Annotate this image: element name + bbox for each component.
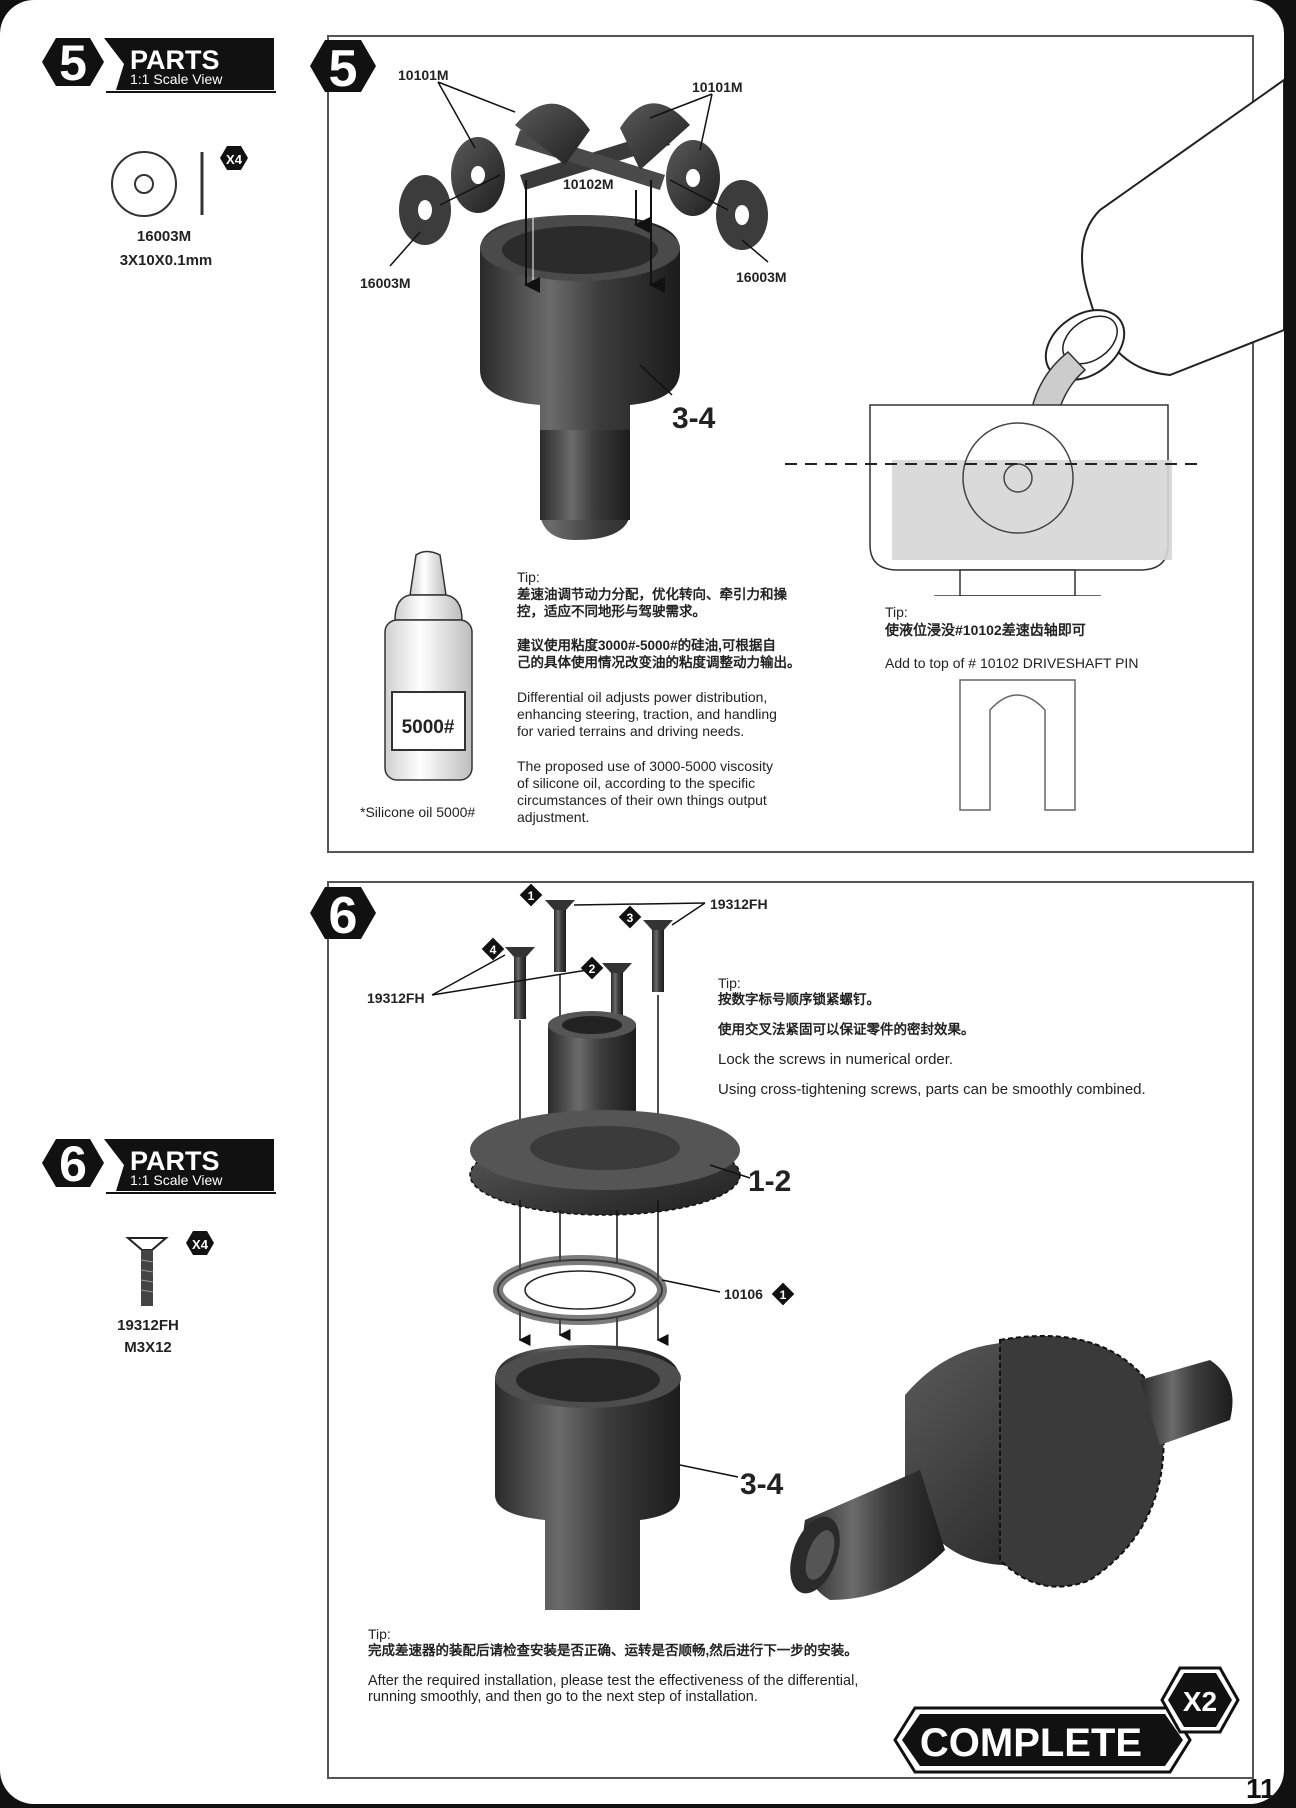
tip-en-line: Differential oil adjusts power distribut… [517, 689, 767, 705]
step5-number: 5 [329, 40, 358, 98]
tip-en-line: enhancing steering, traction, and handli… [517, 706, 777, 722]
final-tip-en: After the required installation, please … [368, 1673, 858, 1689]
final-tip-cn: 完成差速器的装配后请检查安装是否正确、运转是否顺畅,然后进行下一步的安装。 [368, 1642, 858, 1658]
step6-parts-badge: 6 PARTS 1:1 Scale View [42, 1136, 276, 1194]
qty-hexagon-icon [186, 1231, 214, 1255]
complete-qty: X2 [1183, 1686, 1217, 1717]
step6-badge: 6 [310, 887, 376, 945]
tip-cn-line: 使用交叉法紧固可以保证零件的密封效果。 [717, 1021, 975, 1037]
complete-label: COMPLETE [920, 1721, 1142, 1765]
callout-housing-5: 3-4 [672, 402, 716, 435]
step6-parts-title: PARTS [130, 1146, 220, 1176]
part-code: 19312FH [117, 1317, 179, 1334]
tip-en-line: of silicone oil, according to the specif… [517, 775, 755, 791]
part-spec: 3X10X0.1mm [120, 252, 213, 269]
step6-tip-block: Tip: 按数字标号顺序锁紧螺钉。 使用交叉法紧固可以保证零件的密封效果。 Lo… [717, 975, 1146, 1098]
callout-washer-left: 16003M [360, 275, 411, 291]
callout-washer-right: 16003M [736, 269, 787, 285]
oil-fill-illustration [785, 78, 1284, 811]
qty-hexagon-icon [220, 146, 248, 170]
tip-en-line: for varied terrains and driving needs. [517, 723, 744, 739]
step5-badge: 5 [310, 40, 376, 98]
screw-order-4: 4 [490, 943, 497, 957]
step6-number: 6 [329, 887, 358, 945]
screw-order-3: 3 [627, 911, 634, 925]
callout-gear: 1-2 [748, 1165, 791, 1198]
step6-parts-number: 6 [59, 1136, 87, 1192]
step5-parts-subtitle: 1:1 Scale View [130, 71, 223, 87]
level-tip-cn: 使液位浸没#10102差速齿轴即可 [884, 622, 1086, 638]
tip-cn-line: 建议使用粘度3000#-5000#的硅油,可根据自 [516, 637, 776, 653]
step6-exploded-diagram [469, 1011, 751, 1610]
final-tip-block: Tip: 完成差速器的装配后请检查安装是否正确、运转是否顺畅,然后进行下一步的安… [368, 1626, 858, 1705]
part-16003M: X4 16003M 3X10X0.1mm [111, 146, 248, 269]
step5-parts-number: 5 [59, 35, 87, 91]
screw-order-1: 1 [528, 889, 535, 903]
tip-en-line: Using cross-tightening screws, parts can… [718, 1081, 1146, 1098]
callout-screw-left: 19312FH [367, 990, 425, 1006]
part-19312FH: X4 19312FH M3X12 [117, 1231, 214, 1356]
tip-cn-line: 按数字标号顺序锁紧螺钉。 [718, 991, 880, 1007]
step5-parts-title: PARTS [130, 45, 220, 75]
step5-tip-label: Tip: [517, 569, 540, 585]
part-qty: X4 [226, 152, 243, 167]
tip-en-line: The proposed use of 3000-5000 viscosity [517, 758, 773, 774]
level-tip-en: Add to top of # 10102 DRIVESHAFT PIN [885, 655, 1138, 671]
tip-en-line: circumstances of their own things output [517, 792, 767, 808]
gasket-marker: 1 [771, 1282, 795, 1306]
step6-hexagon-icon-2 [310, 887, 376, 939]
oil-bottle-label: 5000# [402, 717, 455, 738]
final-tip-label: Tip: [368, 1626, 391, 1642]
step5-tip-block: Tip: 差速油调节动力分配，优化转向、牵引力和操 控，适应不同地形与驾驶需求。… [516, 569, 801, 825]
tip-cn-line: 差速油调节动力分配，优化转向、牵引力和操 [517, 586, 787, 602]
gasket-number: 1 [780, 1288, 787, 1302]
screw-order-2: 2 [589, 962, 596, 976]
step6-frame [327, 881, 1254, 1779]
part-qty: X4 [192, 1237, 209, 1252]
step6-tip-label: Tip: [718, 975, 741, 991]
callout-gasket: 10106 [724, 1286, 763, 1302]
tip-cn-line: 控，适应不同地形与驾驶需求。 [517, 603, 706, 619]
tip-en-line: adjustment. [517, 809, 589, 825]
oil-caption: *Silicone oil 5000# [360, 804, 475, 820]
oil-bottle-illustration: 5000# [384, 550, 473, 781]
screw-icon [125, 1237, 169, 1251]
assembled-differential-illustration [790, 1335, 1233, 1600]
step5-exploded-diagram [389, 81, 769, 540]
callout-gear-left: 10101M [398, 67, 449, 83]
step5-hexagon-icon [42, 38, 104, 86]
step6-parts-subtitle: 1:1 Scale View [130, 1172, 223, 1188]
step6-hexagon-icon [42, 1139, 104, 1187]
callout-gear-right: 10101M [692, 79, 743, 95]
page-number: 11 [1246, 1773, 1276, 1804]
part-spec: M3X12 [124, 1339, 172, 1356]
callout-housing-6: 3-4 [740, 1468, 784, 1501]
part-code: 16003M [137, 228, 191, 245]
callout-pin: 10102M [563, 176, 614, 192]
tip-cn-line: 己的具体使用情况改变油的粘度调整动力输出。 [517, 654, 801, 670]
screw-order-markers: 1 2 3 4 [481, 883, 642, 980]
step5-frame [327, 35, 1254, 853]
tip-en-line: Lock the screws in numerical order. [718, 1051, 953, 1068]
callout-screw-right: 19312FH [710, 896, 768, 912]
step5-parts-badge: 5 PARTS 1:1 Scale View [42, 35, 276, 93]
level-tip-label: Tip: [885, 604, 908, 620]
complete-badge: COMPLETE X2 [893, 1666, 1240, 1774]
step5-hexagon-icon-2 [310, 40, 376, 92]
final-tip-en: running smoothly, and then go to the nex… [368, 1689, 758, 1705]
